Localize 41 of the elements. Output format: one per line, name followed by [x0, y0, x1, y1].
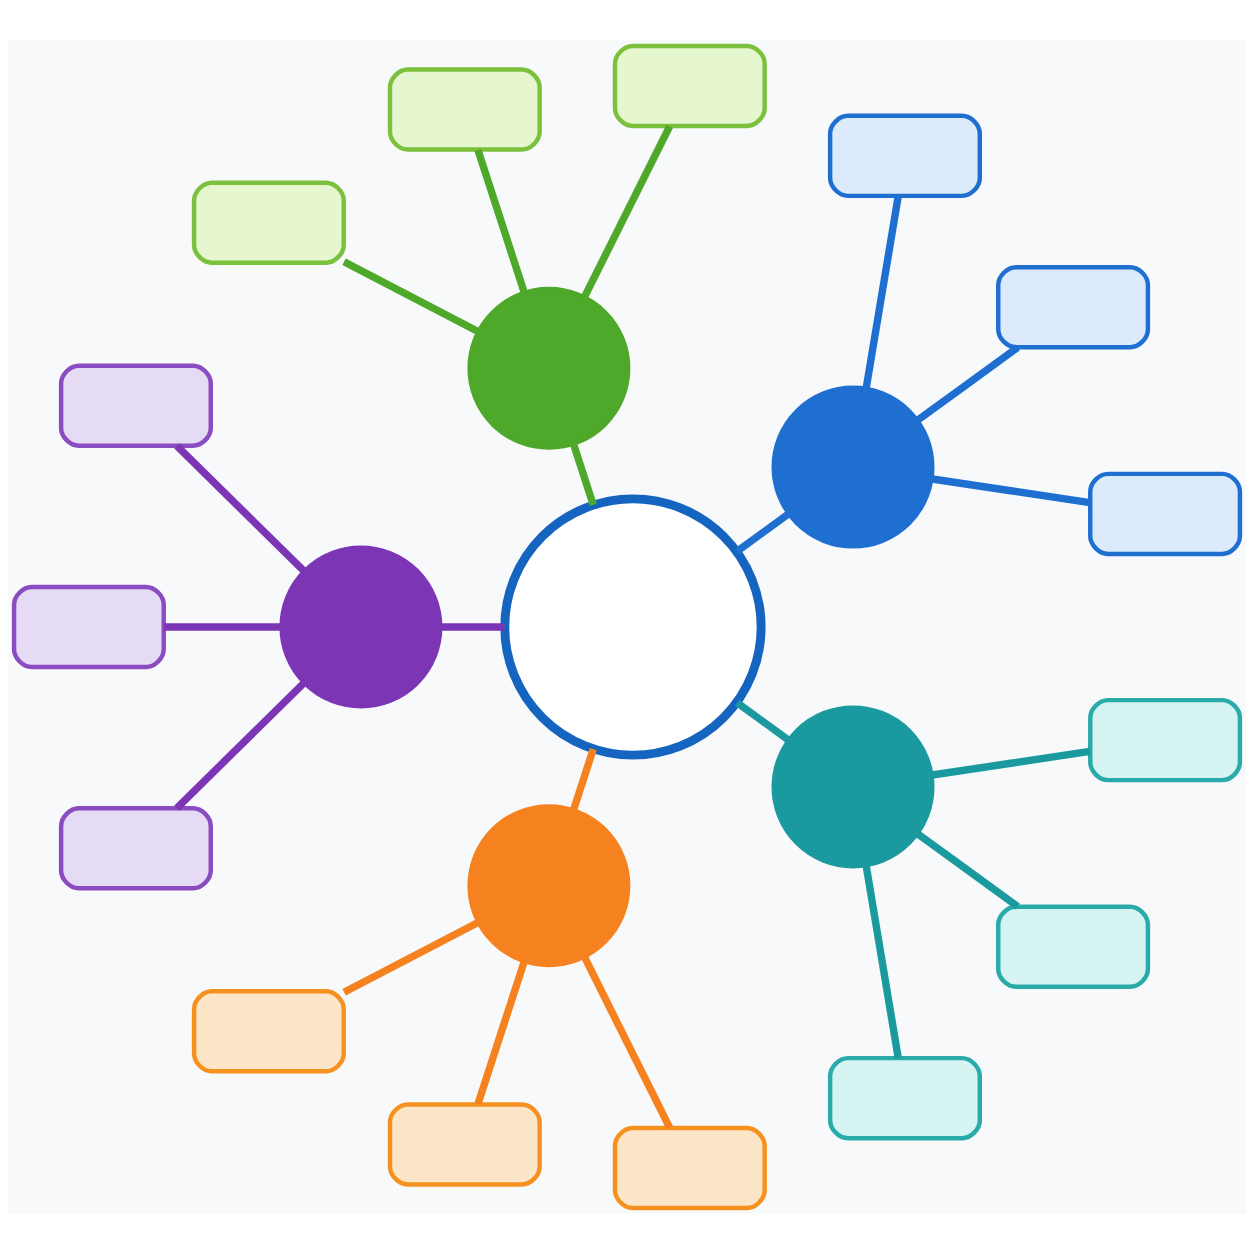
connector: [474, 960, 528, 1106]
connector: [931, 747, 1091, 779]
connector: [342, 258, 480, 335]
node-box: [1088, 697, 1243, 783]
node-box: [827, 1055, 982, 1141]
connector: [915, 831, 1020, 910]
node-box: [996, 265, 1151, 350]
connector: [474, 148, 528, 294]
node-box: [996, 904, 1151, 990]
node-circle: [467, 804, 631, 968]
connector: [163, 623, 281, 631]
connector: [862, 195, 902, 389]
connector: [174, 443, 307, 574]
node-circle: [500, 494, 766, 760]
connector: [570, 748, 597, 811]
node-box: [58, 363, 213, 448]
node-box: [191, 989, 346, 1074]
node-box: [58, 806, 213, 891]
connector: [931, 475, 1091, 507]
connector: [581, 956, 673, 1130]
node-box: [612, 43, 767, 129]
node-circle: [771, 385, 935, 549]
connector: [581, 124, 673, 298]
node-circle: [771, 705, 935, 869]
connector: [342, 919, 480, 996]
connector: [735, 699, 791, 743]
node-box: [612, 1125, 767, 1211]
node-box: [387, 67, 542, 152]
connector: [915, 344, 1020, 423]
node-box: [1088, 471, 1243, 557]
node-box: [387, 1102, 542, 1187]
node-box: [827, 113, 982, 199]
node-circle: [467, 286, 631, 450]
connector: [441, 623, 505, 631]
connector: [174, 680, 307, 811]
node-circle: [279, 545, 443, 709]
connector: [862, 865, 902, 1059]
connector: [735, 511, 791, 555]
node-box: [191, 180, 346, 265]
node-box: [11, 584, 166, 670]
connector: [570, 443, 597, 506]
